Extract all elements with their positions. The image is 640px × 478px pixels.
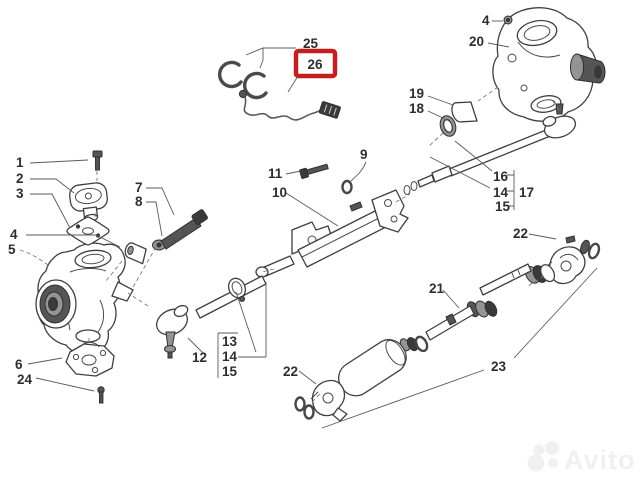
axle-hub [35, 279, 77, 329]
gasket-part-3 [66, 216, 110, 246]
seal-part-18 [439, 115, 457, 137]
avito-logo-icon [527, 441, 559, 472]
callout-16: 16 [493, 169, 509, 184]
u-joint-left-part-22 [294, 379, 348, 422]
leader-lines [19, 20, 557, 392]
drive-shaft-assembly [321, 235, 601, 429]
callout-2: 2 [16, 171, 24, 186]
clamp [227, 277, 247, 302]
bushing-part-4 [124, 242, 147, 265]
callout-6: 6 [15, 357, 23, 372]
right-steering-knuckle [492, 7, 606, 122]
callout-4-left: 4 [10, 227, 18, 242]
callout-13: 13 [222, 334, 238, 349]
avito-watermark: Avito [527, 441, 636, 475]
ball-joint-right [542, 115, 577, 139]
callout-24: 24 [17, 372, 33, 387]
sensor-cable [238, 89, 341, 121]
callout-22-left: 22 [283, 364, 298, 379]
callout-21: 21 [429, 281, 445, 296]
callout-14-right: 14 [493, 185, 509, 200]
callout-10: 10 [272, 185, 287, 200]
callout-15-right: 15 [495, 199, 511, 214]
callout-17: 17 [519, 185, 534, 200]
callout-1: 1 [16, 155, 24, 170]
o-ring-part-9 [341, 179, 353, 195]
avito-watermark-text: Avito [564, 445, 636, 475]
stub-shaft [570, 53, 606, 84]
callout-20: 20 [469, 34, 484, 49]
bolt-part-7-8 [152, 209, 208, 251]
callout-3: 3 [16, 186, 24, 201]
knuckle-top-face [74, 249, 112, 269]
callout-9: 9 [360, 147, 368, 162]
callout-7: 7 [135, 180, 143, 195]
bolt-part-22-right [565, 235, 576, 244]
steering-cylinder-part-10 [255, 189, 409, 278]
callout-14-left: 14 [222, 349, 238, 364]
callout-26-highlighted: 26 [307, 57, 323, 72]
callout-labels: 1 2 3 4 5 6 24 7 8 11 9 10 25 26 4 20 19… [8, 13, 534, 387]
callout-5: 5 [8, 242, 16, 257]
callout-11: 11 [268, 166, 283, 181]
bushing-part-19 [451, 101, 478, 123]
plug-part-4-right [503, 15, 513, 25]
callout-12: 12 [192, 350, 207, 365]
highlight-box [293, 48, 338, 79]
callout-4-right: 4 [482, 13, 490, 28]
left-steering-knuckle [35, 242, 134, 356]
assembly-axis-lines [88, 86, 560, 403]
stud-part-24 [97, 386, 105, 404]
circlip-part-26 [243, 71, 268, 100]
tie-rod-left [155, 275, 267, 359]
bolt-part-1 [92, 150, 103, 171]
tie-rod-right [403, 103, 577, 195]
callout-8: 8 [135, 194, 143, 209]
callout-25: 25 [303, 36, 319, 51]
cover-flange-part-6 [65, 342, 115, 377]
callout-19: 19 [409, 86, 424, 101]
callout-22-right: 22 [513, 226, 528, 241]
bolt-part-11 [299, 163, 329, 179]
callout-18: 18 [409, 101, 425, 116]
roller-bearing [525, 264, 556, 284]
callout-23: 23 [491, 359, 507, 374]
ball-joint-part-12 [155, 304, 189, 359]
callout-15-left: 15 [222, 364, 238, 379]
knuckle-arm [111, 281, 134, 302]
circlip-part-25 [218, 60, 243, 89]
